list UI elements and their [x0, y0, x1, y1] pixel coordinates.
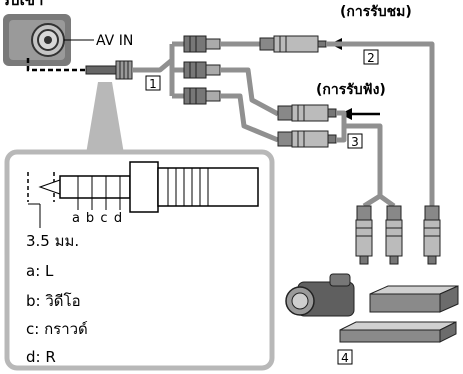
- callout-3-box: [347, 133, 363, 149]
- rca-plug-video-icon: [259, 35, 327, 53]
- insertion-dashed-line: [26, 58, 86, 72]
- pin-letter-c: c: [100, 211, 107, 226]
- callout-2: 2: [367, 51, 375, 65]
- rca-splitter-connectors: [183, 35, 221, 105]
- zoom-pointer: [86, 82, 124, 154]
- callout-4-box: [337, 349, 353, 365]
- pin-leader-lines: [28, 198, 121, 228]
- cable-1: [132, 44, 175, 96]
- legend-c: c: กราวด์: [26, 320, 88, 338]
- enlarged-plug-icon: [27, 161, 259, 213]
- rca-plug-audio-icon: [277, 104, 337, 148]
- legend-b: b: วิดีโอ: [26, 292, 81, 310]
- video-label: (การรับชม): [340, 4, 412, 20]
- header-text: รับเข้า: [2, 0, 43, 9]
- callout-1-box: [145, 75, 161, 91]
- legend-d: d: R: [26, 348, 56, 366]
- callout-3: 3: [351, 135, 359, 149]
- rca-plugs-vertical-icon: [355, 205, 441, 265]
- mini-plug-icon: [85, 60, 133, 80]
- cable-3: [336, 110, 396, 209]
- legend-a: a: L: [26, 262, 54, 280]
- cable-2: [326, 41, 435, 216]
- plug-width-label: 3.5 มม.: [26, 232, 79, 250]
- camcorder-icon: [285, 273, 355, 317]
- av-in-label: AV IN: [96, 33, 133, 49]
- callout-4: 4: [341, 351, 349, 365]
- callout-2-box: [363, 49, 379, 65]
- pin-letter-b: b: [86, 211, 94, 226]
- audio-label: (การรับฟัง): [316, 82, 386, 98]
- pin-letter-a: a: [72, 211, 80, 226]
- pin-letter-d: d: [114, 211, 122, 226]
- av-in-jack-icon: [3, 14, 71, 66]
- callout-1: 1: [149, 77, 157, 91]
- set-top-box-icon: [369, 285, 459, 313]
- dvd-player-icon: [339, 321, 457, 343]
